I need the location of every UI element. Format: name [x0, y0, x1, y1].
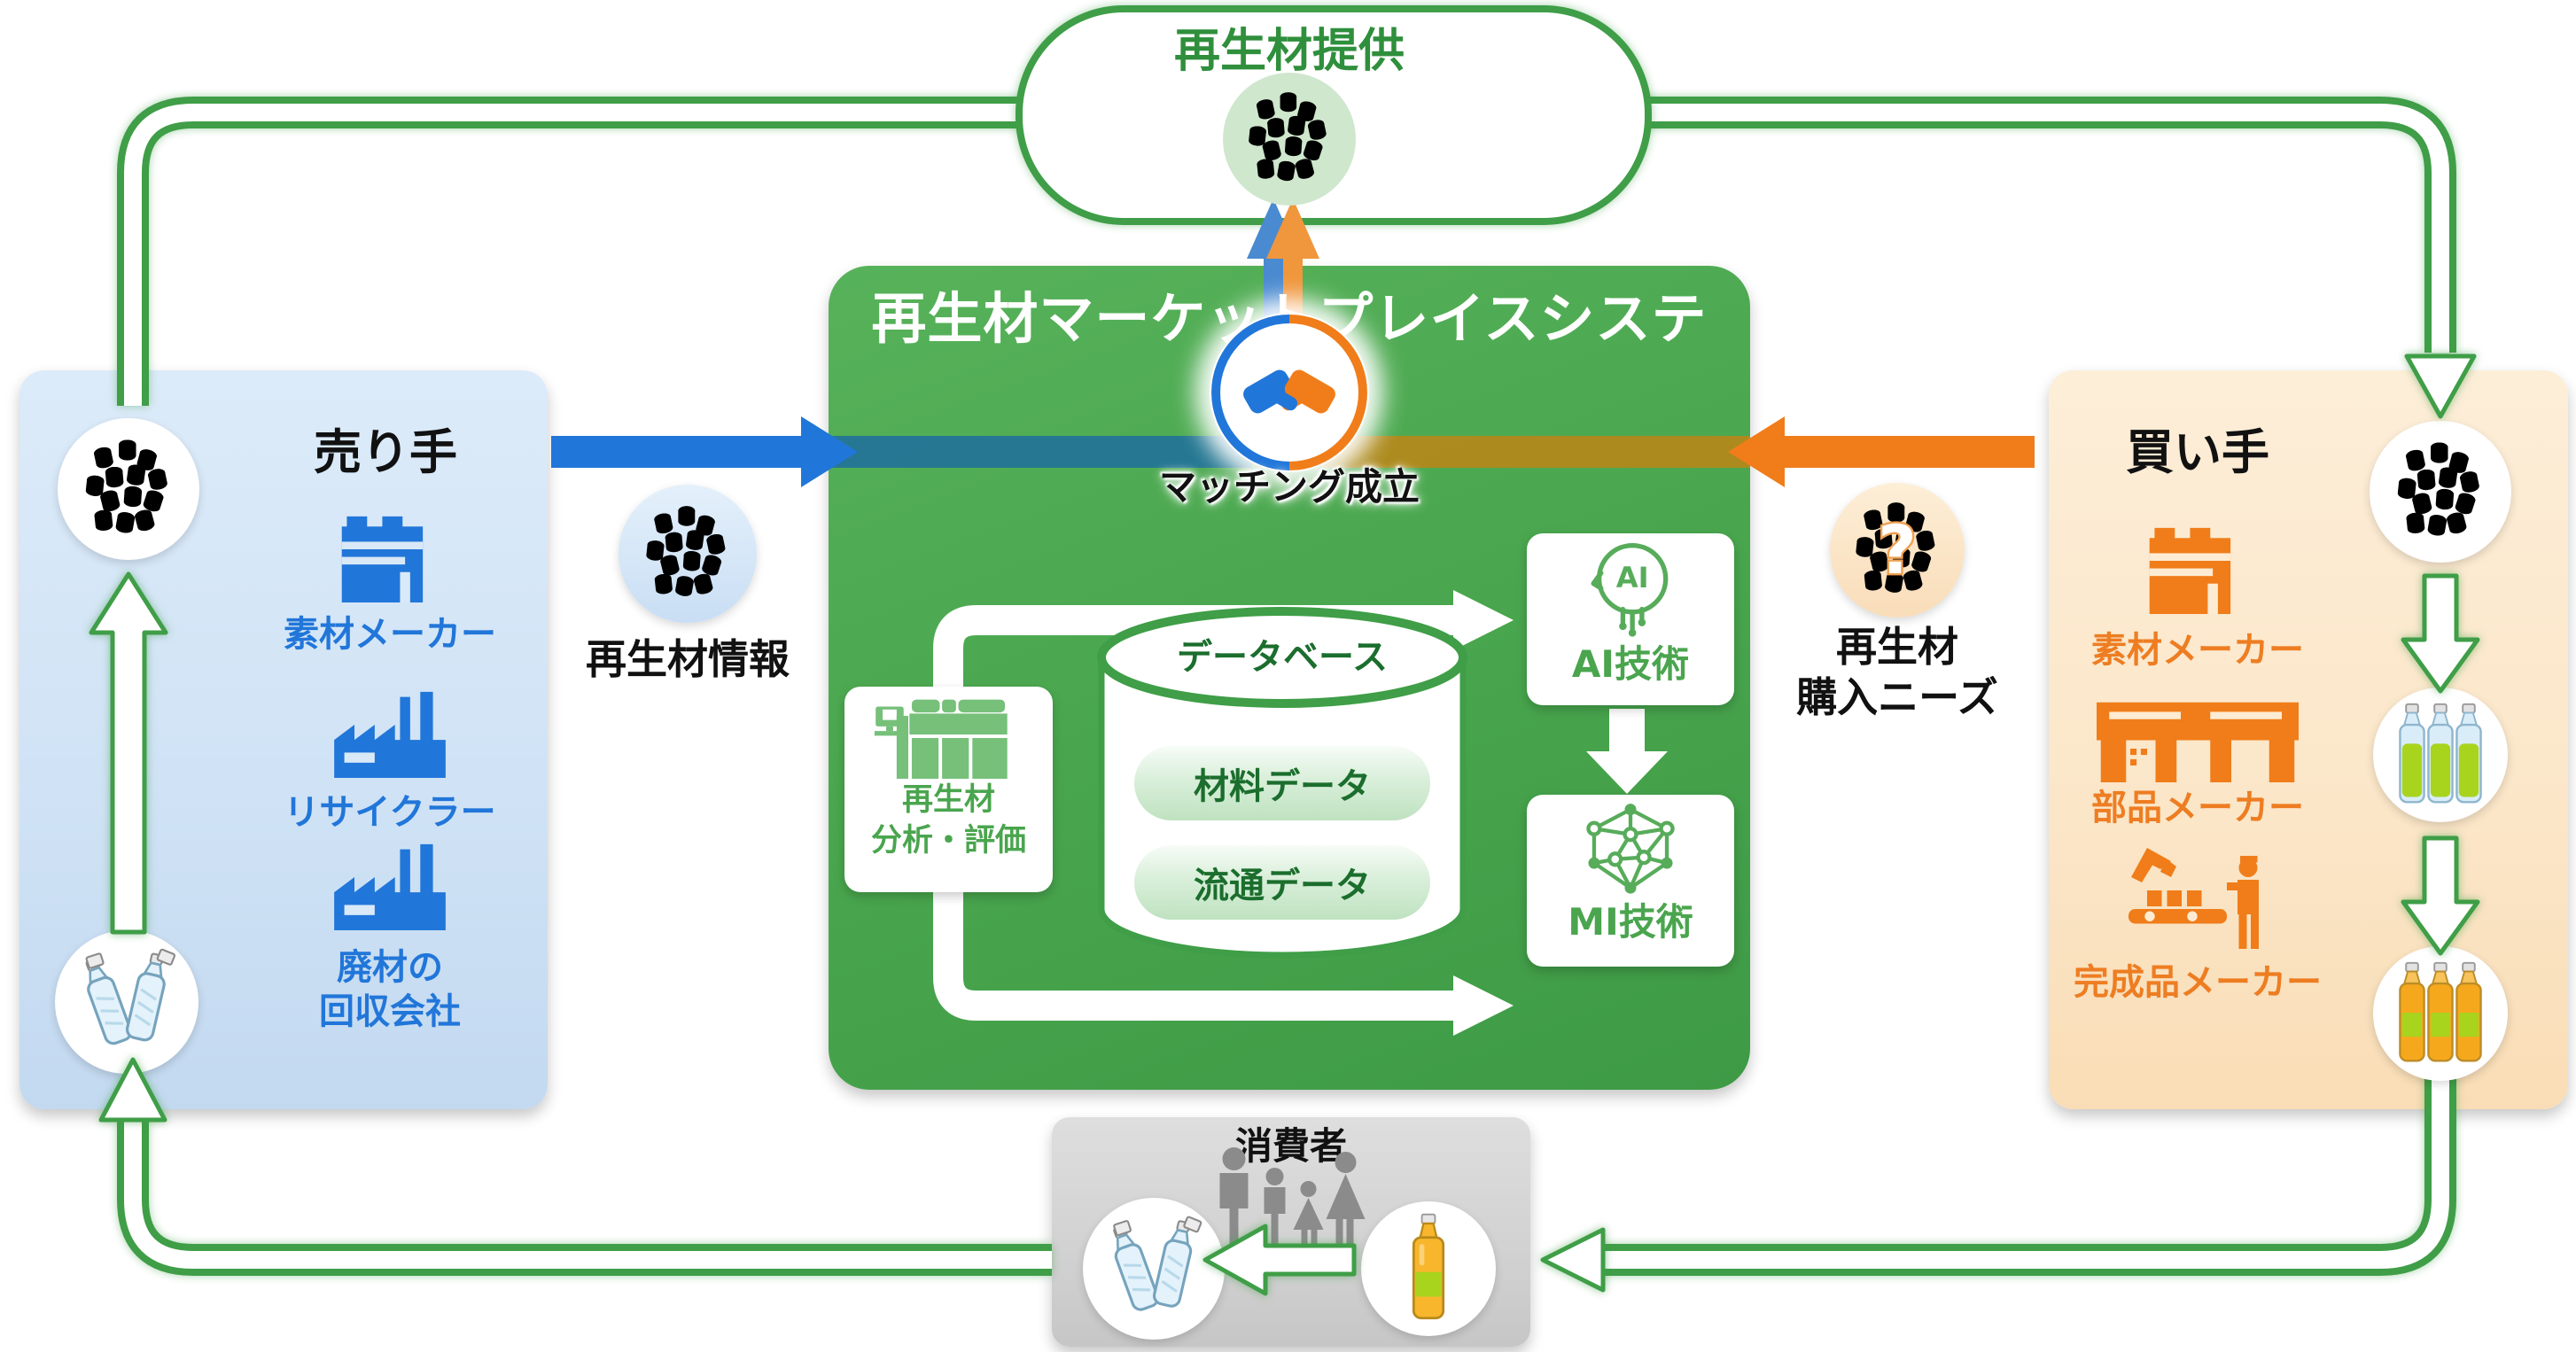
ai-box: AI AI技術: [1527, 533, 1734, 705]
buyer-member-label: 完成品メーカー: [2074, 962, 2322, 1003]
consumer-recycle-arrow: [1202, 1224, 1357, 1296]
family-icon: [1219, 1147, 1366, 1249]
distribution-data-pill: 流通データ: [1134, 845, 1430, 920]
provision-pellets-circle: [1223, 73, 1356, 206]
assembly-line-icon: [2129, 848, 2259, 949]
mi-network-icon: [1586, 804, 1675, 894]
handshake-icon: [1243, 369, 1335, 414]
buyer-needs-circle: ?: [1830, 483, 1965, 618]
mi-label: MI技術: [1568, 900, 1693, 944]
buyer-down-arrow-2: [2401, 835, 2480, 956]
bottles-amber-icon: [2399, 961, 2482, 1062]
seller-member-label: 廃材の 回収会社: [319, 947, 461, 1032]
consumer-title: 消費者: [1234, 1124, 1347, 1168]
matching-label: マッチング成立: [1158, 465, 1420, 509]
loop-to-ai: [933, 605, 1455, 882]
matching-circle: [1210, 313, 1369, 472]
buyer-member-label: 部品メーカー: [2091, 788, 2304, 828]
crushed-bottles-icon: [1113, 1216, 1202, 1311]
bottle-amber-icon: [1412, 1213, 1445, 1320]
buyer-member-label: 素材メーカー: [2091, 630, 2304, 671]
provision-up-arrow-orange: [1266, 198, 1319, 372]
pipe-head-into-consumer: [1540, 1227, 1606, 1293]
bottles-green-icon: [2399, 703, 2482, 804]
pipe-head-into-seller: [98, 1057, 167, 1123]
analysis-machine-icon: [874, 699, 1008, 779]
factory-icon: [334, 691, 446, 778]
consumer-waste-circle: [1083, 1198, 1225, 1340]
seller-member-label: 素材メーカー: [284, 614, 496, 655]
ai-to-mi-arrow: [1586, 709, 1668, 794]
buyer-down-arrow-1: [2401, 573, 2480, 694]
pipe-head-into-buyer: [2404, 354, 2477, 419]
buyer-pellets-circle: [2370, 421, 2511, 563]
matching-ring: [1211, 315, 1367, 470]
buyer-needs-label: 再生材 購入ニーズ: [1796, 623, 1998, 722]
crushed-bottles-icon: [85, 948, 176, 1045]
material-data-pill: 材料データ: [1134, 746, 1430, 820]
seller-info-circle: [619, 485, 757, 623]
building-icon: [341, 516, 424, 602]
ai-head-icon: AI: [1591, 542, 1669, 637]
warehouse-icon: [2097, 702, 2299, 782]
seller-up-arrow: [89, 571, 168, 935]
seller-info-arrow: [551, 416, 858, 487]
database-title: データベース: [1177, 637, 1388, 678]
pellets-question-icon: ?: [1845, 498, 1950, 602]
orange-flow-band: [1322, 436, 1750, 468]
seller-member-label: リサイクラー: [284, 792, 496, 833]
top-provision-label: 再生材提供: [1173, 25, 1405, 78]
loop-to-mi: [933, 882, 1455, 1021]
buyer-needs-arrow: [1728, 416, 2035, 487]
factory-icon: [334, 843, 446, 930]
buyer-title: 買い手: [2126, 424, 2269, 480]
seller-pellets-circle: [58, 418, 199, 560]
analysis-label: 再生材 分析・評価: [870, 782, 1026, 859]
building-icon: [2149, 527, 2231, 614]
buyer-products-circle: [2373, 946, 2508, 1081]
consumer-product-circle: [1361, 1201, 1496, 1336]
svg-text:?: ?: [1878, 511, 1917, 589]
seller-title: 売り手: [314, 424, 457, 480]
buyer-bottles-circle: [2373, 688, 2508, 822]
svg-text:AI: AI: [1616, 561, 1649, 594]
blue-flow-band: [829, 436, 1252, 468]
analysis-box: 再生材 分析・評価: [844, 687, 1053, 892]
mi-box: MI技術: [1527, 795, 1734, 967]
ai-label: AI技術: [1571, 642, 1690, 686]
seller-info-label: 再生材情報: [586, 635, 790, 683]
seller-waste-circle: [55, 930, 198, 1074]
